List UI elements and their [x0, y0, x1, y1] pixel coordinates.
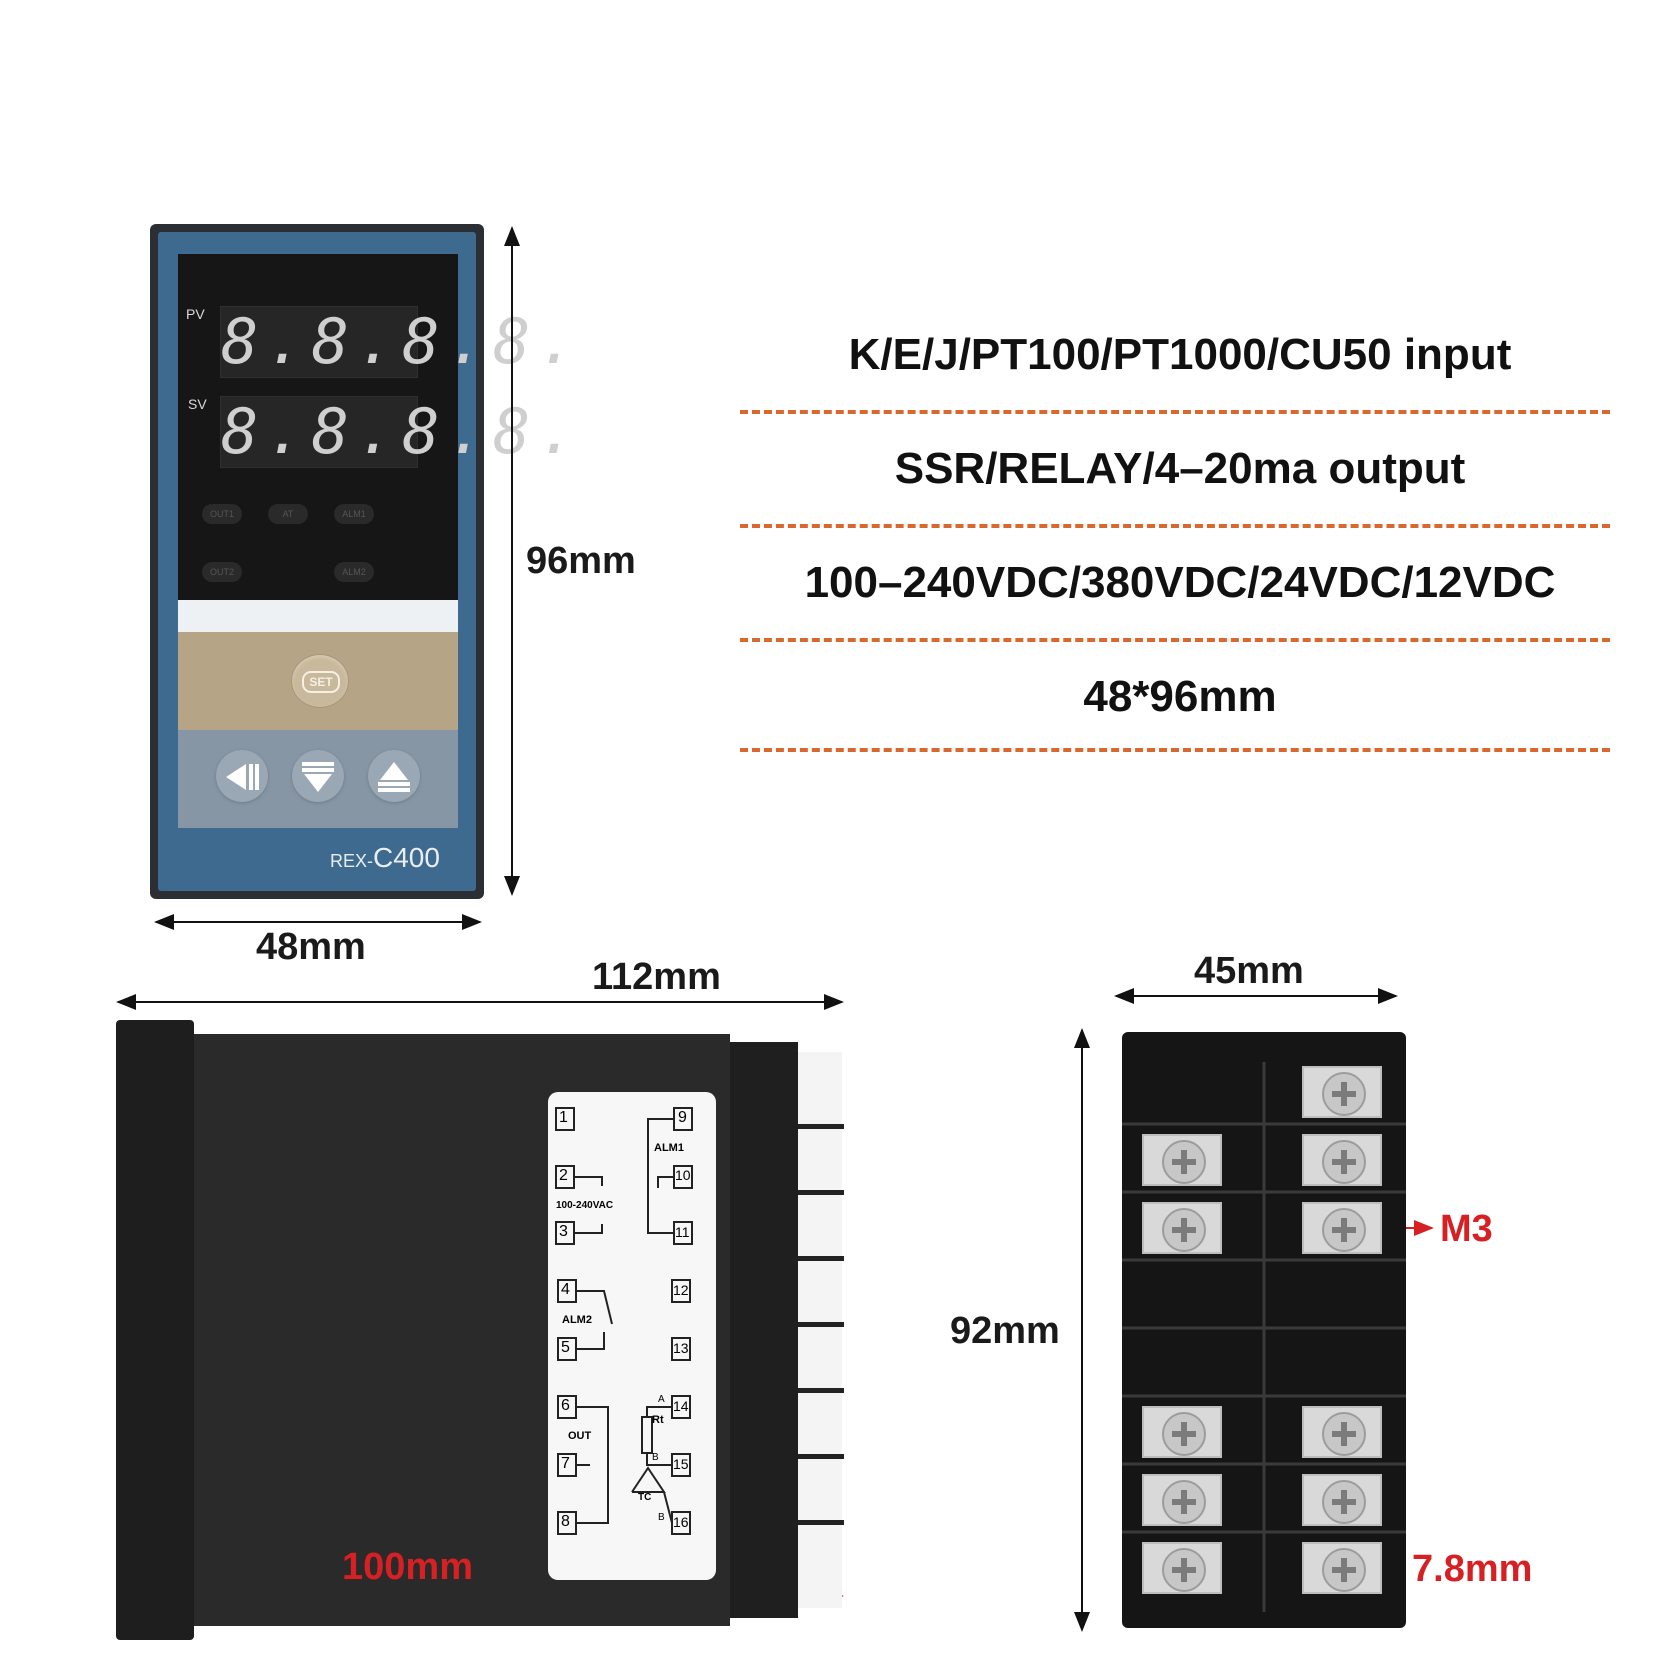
- body-depth-dimension: 100mm: [342, 1546, 473, 1588]
- screw-icon: [1322, 1412, 1366, 1456]
- out-label: OUT: [568, 1430, 592, 1442]
- terminal-8: 8: [561, 1513, 570, 1530]
- terminal-9: 9: [678, 1109, 687, 1126]
- power-label: 100-240VAC: [556, 1200, 614, 1211]
- terminal-14: 14: [673, 1398, 689, 1414]
- spec-size: 48*96mm: [1083, 672, 1277, 721]
- terminal-1: 1: [559, 1109, 568, 1126]
- screw-icon: [1162, 1412, 1206, 1456]
- terminal-pitch-label: 7.8mm: [1412, 1548, 1533, 1590]
- rt-label: Rt: [652, 1414, 664, 1426]
- pv-label: PV: [186, 306, 205, 322]
- height-dimension: 96mm: [526, 540, 636, 582]
- terminal-5: 5: [561, 1339, 570, 1356]
- terminal-3: 3: [559, 1223, 568, 1240]
- model-label: REX-C400: [330, 842, 440, 874]
- screw-icon: [1322, 1140, 1366, 1184]
- screw-icon: [1162, 1140, 1206, 1184]
- tc-label: TC: [638, 1492, 652, 1503]
- wiring-diagram: [555, 1107, 693, 1535]
- terminal-screw-l2: [1142, 1134, 1222, 1186]
- terminal-separators: [1122, 1062, 1406, 1612]
- model-name: C400: [373, 842, 440, 873]
- terminal-15: 15: [673, 1456, 689, 1472]
- terminal-10: 10: [675, 1167, 691, 1183]
- screw-icon: [1322, 1208, 1366, 1252]
- screw-size-label: M3: [1440, 1208, 1493, 1250]
- up-arrow-icon: [378, 762, 410, 792]
- terminal-6: 6: [561, 1397, 570, 1414]
- spec-divider-1: [740, 410, 1610, 414]
- a-label: A: [658, 1394, 665, 1405]
- terminal-screw-l3: [1142, 1202, 1222, 1254]
- spec-power: 100–240VDC/380VDC/24VDC/12VDC: [804, 558, 1556, 607]
- sv-label: SV: [188, 396, 207, 412]
- set-button-label: SET: [302, 671, 340, 693]
- shift-left-button[interactable]: [216, 750, 268, 802]
- spec-divider-4: [740, 748, 1610, 752]
- terminal-11: 11: [675, 1224, 690, 1240]
- terminal-12: 12: [673, 1282, 689, 1298]
- screw-icon: [1162, 1208, 1206, 1252]
- terminal-screw-r7: [1302, 1474, 1382, 1526]
- down-button[interactable]: [292, 750, 344, 802]
- terminal-screw-l8: [1142, 1542, 1222, 1594]
- side-view-rear: [730, 1042, 798, 1618]
- total-depth-dimension: 112mm: [592, 956, 721, 998]
- shift-left-icon: [226, 764, 259, 790]
- width-dimension: 48mm: [256, 926, 366, 968]
- terminal-screw-r6: [1302, 1406, 1382, 1458]
- wiring-diagram-label: 1 2 3 4 5 6 7 8 9 10 11 12 13 14 15 16 1…: [548, 1092, 716, 1580]
- screw-icon: [1322, 1480, 1366, 1524]
- side-pin: [798, 1256, 844, 1261]
- set-button[interactable]: SET: [291, 654, 349, 708]
- up-button[interactable]: [368, 750, 420, 802]
- side-pin: [798, 1454, 844, 1459]
- led-alm1: ALM1: [334, 504, 374, 524]
- side-pin: [798, 1520, 844, 1525]
- terminal-screw-l7: [1142, 1474, 1222, 1526]
- side-view-terminals: [798, 1052, 842, 1608]
- terminal-screw-l6: [1142, 1406, 1222, 1458]
- spec-input: K/E/J/PT100/PT1000/CU50 input: [848, 330, 1512, 379]
- terminal-screw-r1: [1302, 1066, 1382, 1118]
- white-strip: [178, 600, 458, 632]
- side-pin: [798, 1322, 844, 1327]
- terminal-screw-r8: [1302, 1542, 1382, 1594]
- screw-icon: [1162, 1548, 1206, 1592]
- terminal-13: 13: [673, 1340, 689, 1356]
- side-pin: [798, 1190, 844, 1195]
- screw-icon: [1322, 1072, 1366, 1116]
- spec-divider-2: [740, 524, 1610, 528]
- terminal-screw-r2: [1302, 1134, 1382, 1186]
- led-at: AT: [268, 504, 308, 524]
- terminal-2: 2: [559, 1167, 568, 1184]
- led-out1: OUT1: [202, 504, 242, 524]
- b-label-2: B: [658, 1512, 665, 1523]
- led-out2: OUT2: [202, 562, 242, 582]
- side-pin: [798, 1388, 844, 1393]
- screw-icon: [1162, 1480, 1206, 1524]
- terminal-4: 4: [561, 1281, 570, 1298]
- b-label-1: B: [652, 1452, 659, 1463]
- terminal-7: 7: [561, 1455, 570, 1472]
- side-pin: [798, 1124, 844, 1129]
- spec-divider-3: [740, 638, 1610, 642]
- alm2-label: ALM2: [562, 1314, 592, 1326]
- led-alm2: ALM2: [334, 562, 374, 582]
- rear-height-dimension: 92mm: [950, 1310, 1060, 1352]
- alm1-label: ALM1: [654, 1142, 684, 1154]
- screw-icon: [1322, 1548, 1366, 1592]
- rear-width-dimension: 45mm: [1194, 950, 1304, 992]
- down-arrow-icon: [302, 762, 334, 792]
- spec-output: SSR/RELAY/4–20ma output: [894, 444, 1466, 493]
- terminal-screw-r3: [1302, 1202, 1382, 1254]
- side-view-bezel: [116, 1020, 194, 1640]
- terminal-16: 16: [673, 1514, 689, 1530]
- model-prefix: REX-: [330, 851, 374, 871]
